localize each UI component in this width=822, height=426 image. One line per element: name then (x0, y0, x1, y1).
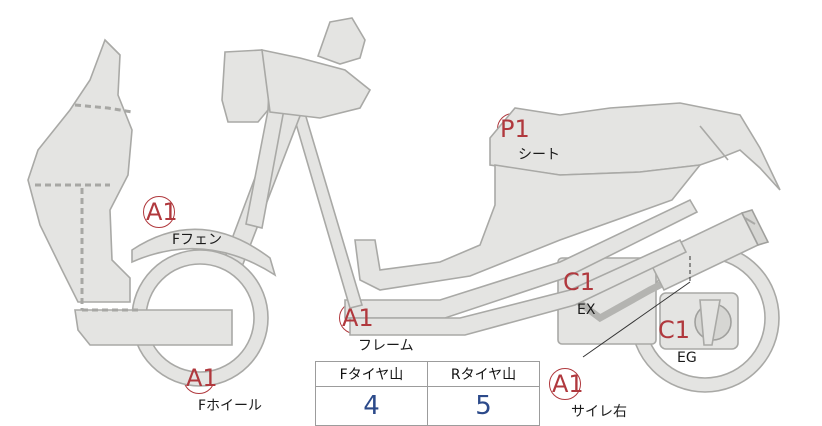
muffler-right-code[interactable]: A1 (549, 368, 584, 400)
tire-tread-table: Fタイヤ山 Rタイヤ山 4 5 (315, 361, 540, 426)
seat-label: シート (518, 147, 560, 163)
down-tube (290, 109, 364, 309)
engine-code[interactable]: C1 (655, 314, 690, 346)
headlight (221, 17, 372, 123)
floor-body (354, 163, 702, 291)
muffler-right-label: サイレ右 (571, 404, 627, 420)
exhaust-label: EX (577, 302, 596, 318)
leg-shield (27, 38, 233, 346)
front-wheel-label: Fホイール (198, 398, 263, 414)
front-tread-header: Fタイヤ山 (315, 361, 428, 387)
rear-tread-header: Rタイヤ山 (427, 361, 540, 387)
frame-code[interactable]: A1 (339, 302, 374, 334)
frame-label: フレーム (358, 338, 414, 354)
exhaust-code[interactable]: C1 (560, 266, 595, 298)
engine-label: EG (677, 350, 697, 366)
front-wheel-code[interactable]: A1 (183, 362, 218, 394)
front-fender-shape (131, 228, 277, 277)
tread-value-row: 4 5 (315, 386, 540, 426)
rear-tread-value[interactable]: 5 (427, 386, 540, 426)
muffler (646, 209, 770, 346)
muffler-leader-line (582, 281, 691, 358)
tread-header-row: Fタイヤ山 Rタイヤ山 (315, 361, 540, 387)
front-fender-label: Fフェン (172, 232, 223, 248)
front-fender-code[interactable]: A1 (143, 196, 178, 228)
front-tread-value[interactable]: 4 (315, 386, 428, 426)
seat-code[interactable]: P1 (497, 113, 530, 145)
frame-tube (344, 198, 699, 336)
